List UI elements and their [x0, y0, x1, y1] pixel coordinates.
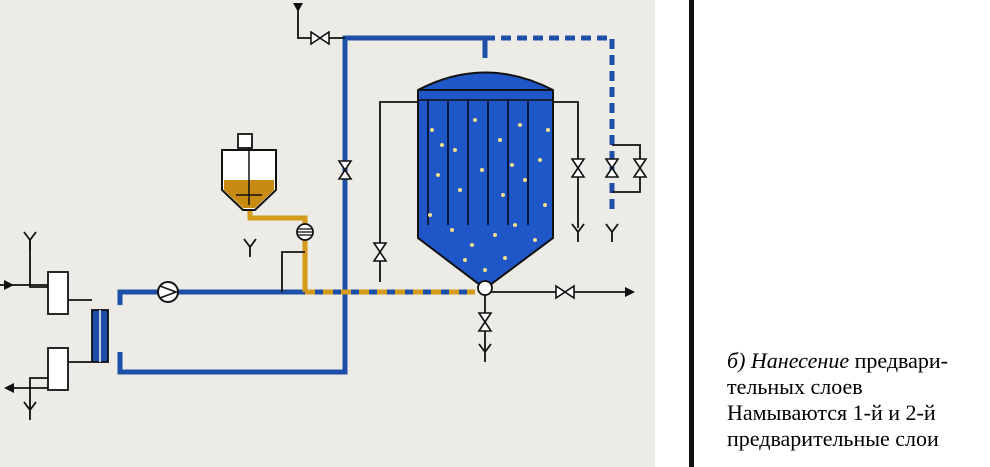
caption-line-3: Намываются 1-й и 2-й — [727, 400, 936, 425]
inlet-arrow-icon — [293, 3, 303, 12]
slurry-pipe — [247, 200, 308, 292]
dosing-tank — [221, 133, 277, 211]
pump-line-pipe — [117, 289, 475, 305]
filter-particles — [428, 118, 550, 272]
switch-block — [47, 271, 109, 391]
caption-line-4: предварительные слои — [727, 426, 939, 451]
water-circuit — [117, 35, 488, 375]
return-pipe — [117, 352, 348, 375]
flow-meter-icon — [296, 223, 314, 241]
outlet-arrow-icon — [625, 287, 635, 297]
arrow-icons — [4, 3, 635, 393]
caption-line-1-rest: предвари- — [849, 348, 948, 373]
slurry-line — [247, 200, 308, 292]
left-outlet-arrow-icon — [4, 383, 14, 393]
figure-caption: б) Нанесение предвари- тельных слоев Нам… — [727, 348, 987, 452]
diagram-svg — [0, 3, 647, 421]
left-inlet-arrow-icon — [4, 280, 14, 290]
filter-vessel — [417, 71, 554, 296]
pump-icon — [157, 281, 179, 303]
vertical-divider — [689, 0, 694, 467]
caption-italic: б) Нанесение — [727, 348, 850, 373]
caption-line-1: б) Нанесение предвари- — [727, 348, 987, 374]
water-supply-pipe — [342, 35, 488, 365]
process-diagram — [0, 0, 655, 467]
vent-dashed-pipe — [485, 35, 615, 215]
caption-line-2: тельных слоев — [727, 374, 863, 399]
